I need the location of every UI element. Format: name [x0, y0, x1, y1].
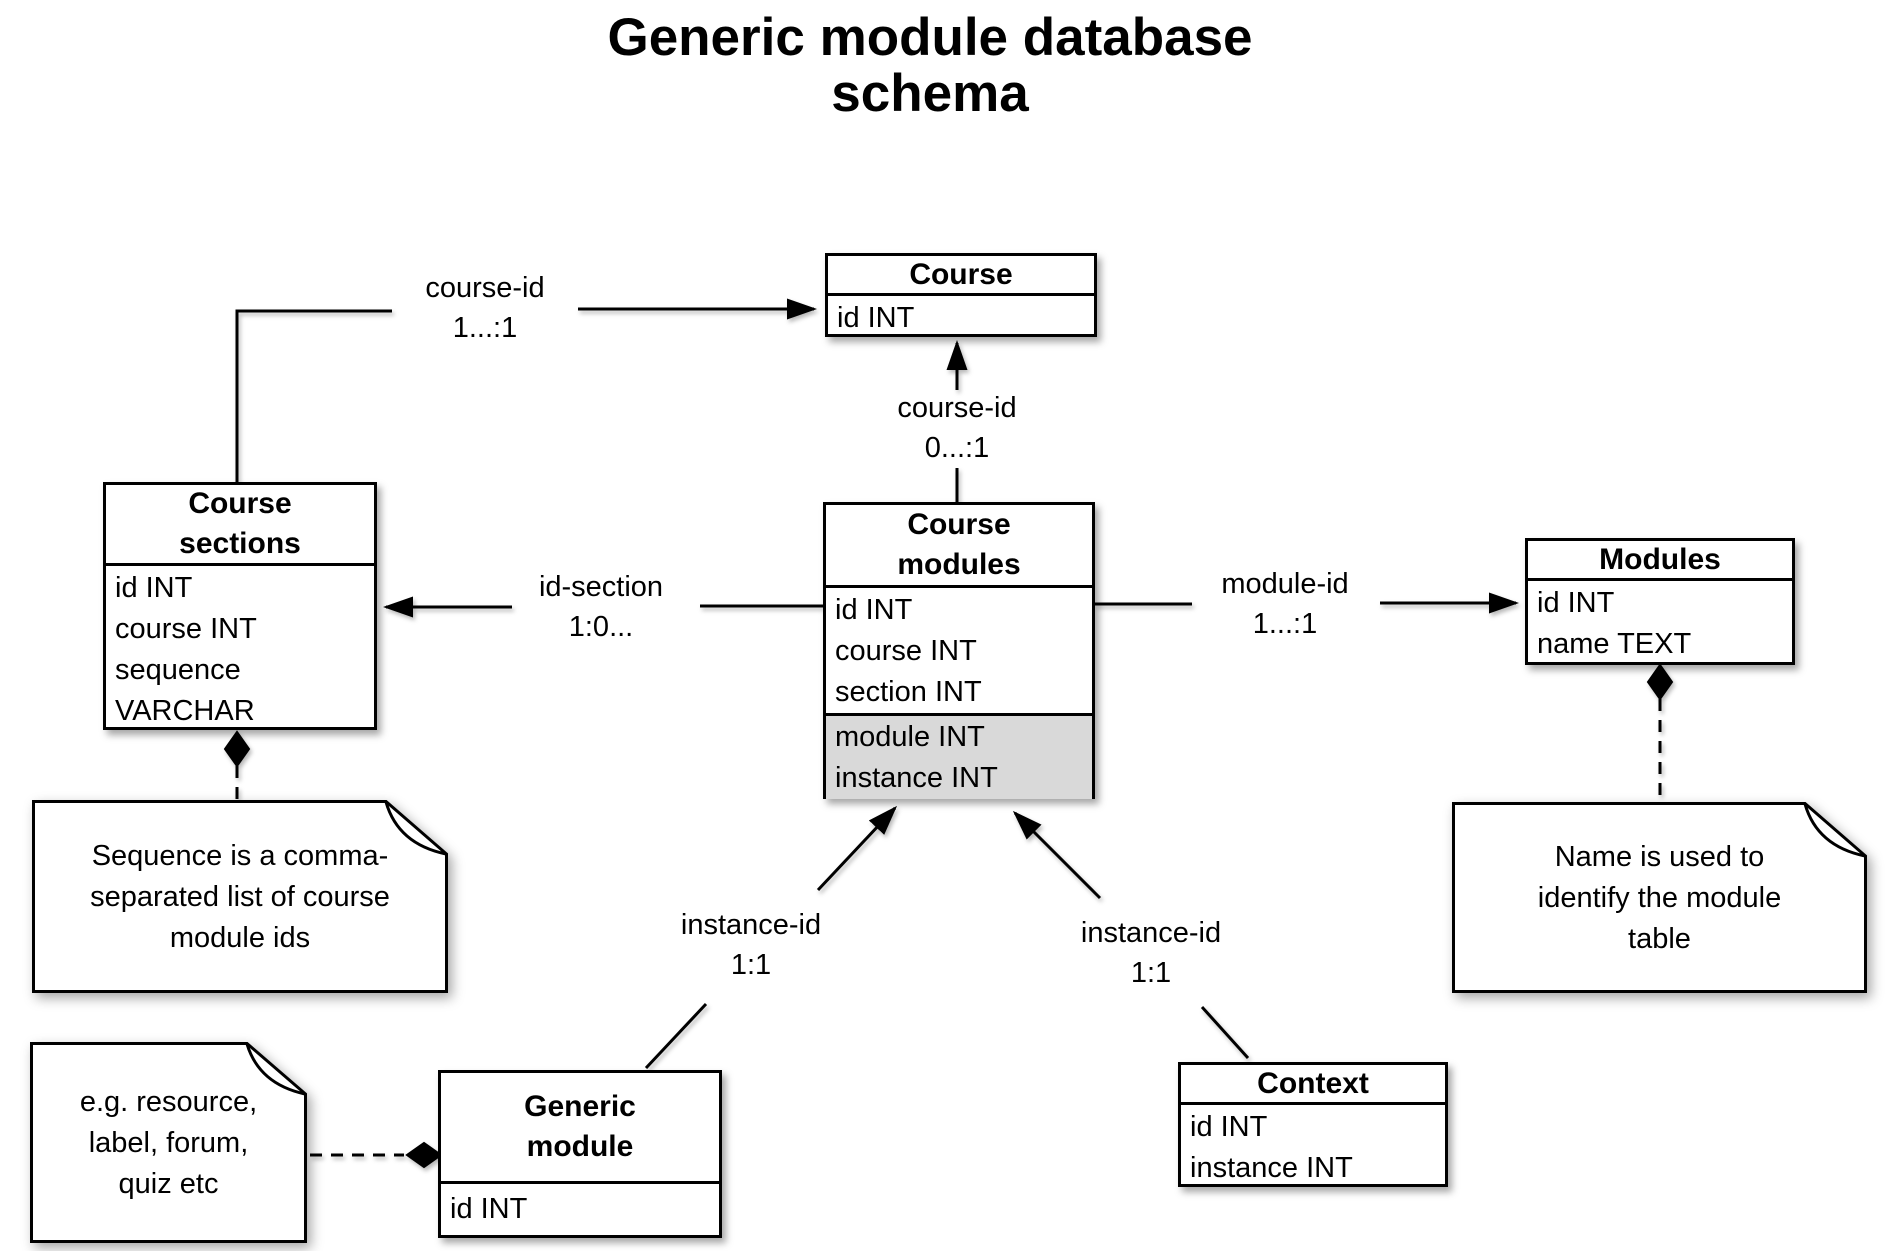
relationship-label-sections-to-course: course-id 1...:1: [425, 272, 545, 344]
entity-context: Context id INT instance INT: [1178, 1062, 1448, 1187]
note-link-modules: [1646, 663, 1674, 802]
connector-sections-to-course: [235, 298, 817, 482]
note-shape: [1452, 802, 1867, 993]
field-row: id INT: [1537, 587, 1615, 619]
entity-course-title: Course: [828, 256, 1094, 296]
entity-course-modules: Course modules id INT course INT section…: [823, 502, 1095, 799]
field-row: id INT: [837, 302, 915, 334]
relationship-label-modules-to-course: course-id 0...:1: [897, 392, 1017, 464]
entity-generic-module-title: Generic module: [441, 1073, 719, 1184]
field-row: id INT: [450, 1193, 528, 1225]
note-module-name: Name is used to identify the module tabl…: [1452, 802, 1867, 993]
relationship-label-modules-to-sections: id-section 1:0...: [538, 571, 664, 643]
field-row: sequence VARCHAR: [115, 654, 255, 727]
entity-course-sections: Course sections id INT course INT sequen…: [103, 482, 377, 730]
connector-modules-to-modules: [1095, 592, 1519, 614]
relationship-label-generic-to-modules: instance-id 1:1: [680, 909, 822, 981]
note-text: Name is used to identify the module tabl…: [1537, 841, 1782, 955]
field-row: id INT: [835, 594, 913, 626]
field-row: id INT: [1190, 1111, 1268, 1143]
note-text: e.g. resource, label, forum, quiz etc: [79, 1086, 258, 1200]
entity-modules: Modules id INT name TEXT: [1525, 538, 1795, 665]
entity-course-sections-title: Course sections: [106, 485, 374, 566]
field-row: instance INT: [1190, 1152, 1353, 1184]
field-row: course INT: [835, 635, 977, 667]
entity-generic-module: Generic module id INT: [438, 1070, 722, 1238]
relationship-label-modules-to-modules: module-id 1...:1: [1221, 568, 1349, 640]
field-row: id INT: [115, 572, 193, 604]
note-shape: [32, 800, 448, 993]
relationship-label-context-to-modules: instance-id 1:1: [1080, 917, 1222, 989]
connector-generic-to-modules: [644, 805, 898, 1070]
connector-context-to-modules: [1012, 810, 1250, 1060]
field-row: module INT: [835, 721, 985, 753]
entity-context-title: Context: [1181, 1065, 1445, 1105]
entity-course: Course id INT: [825, 253, 1097, 337]
note-link-generic-module: [310, 1141, 443, 1169]
note-link-sections: [223, 730, 251, 800]
page-title: Generic module database schema: [607, 8, 1253, 123]
field-row: course INT: [115, 613, 257, 645]
shaded-field-section: module INT instance INT: [826, 713, 1092, 799]
connector-modules-to-sections: [383, 596, 823, 618]
note-shape: [30, 1042, 307, 1243]
field-row: instance INT: [835, 762, 998, 794]
entity-modules-title: Modules: [1528, 541, 1792, 581]
field-row: section INT: [835, 676, 982, 708]
note-sequence: Sequence is a comma- separated list of c…: [32, 800, 448, 993]
note-examples: e.g. resource, label, forum, quiz etc: [30, 1042, 307, 1243]
entity-course-modules-title: Course modules: [826, 505, 1092, 588]
note-text: Sequence is a comma- separated list of c…: [90, 840, 390, 954]
field-row: name TEXT: [1537, 628, 1692, 660]
